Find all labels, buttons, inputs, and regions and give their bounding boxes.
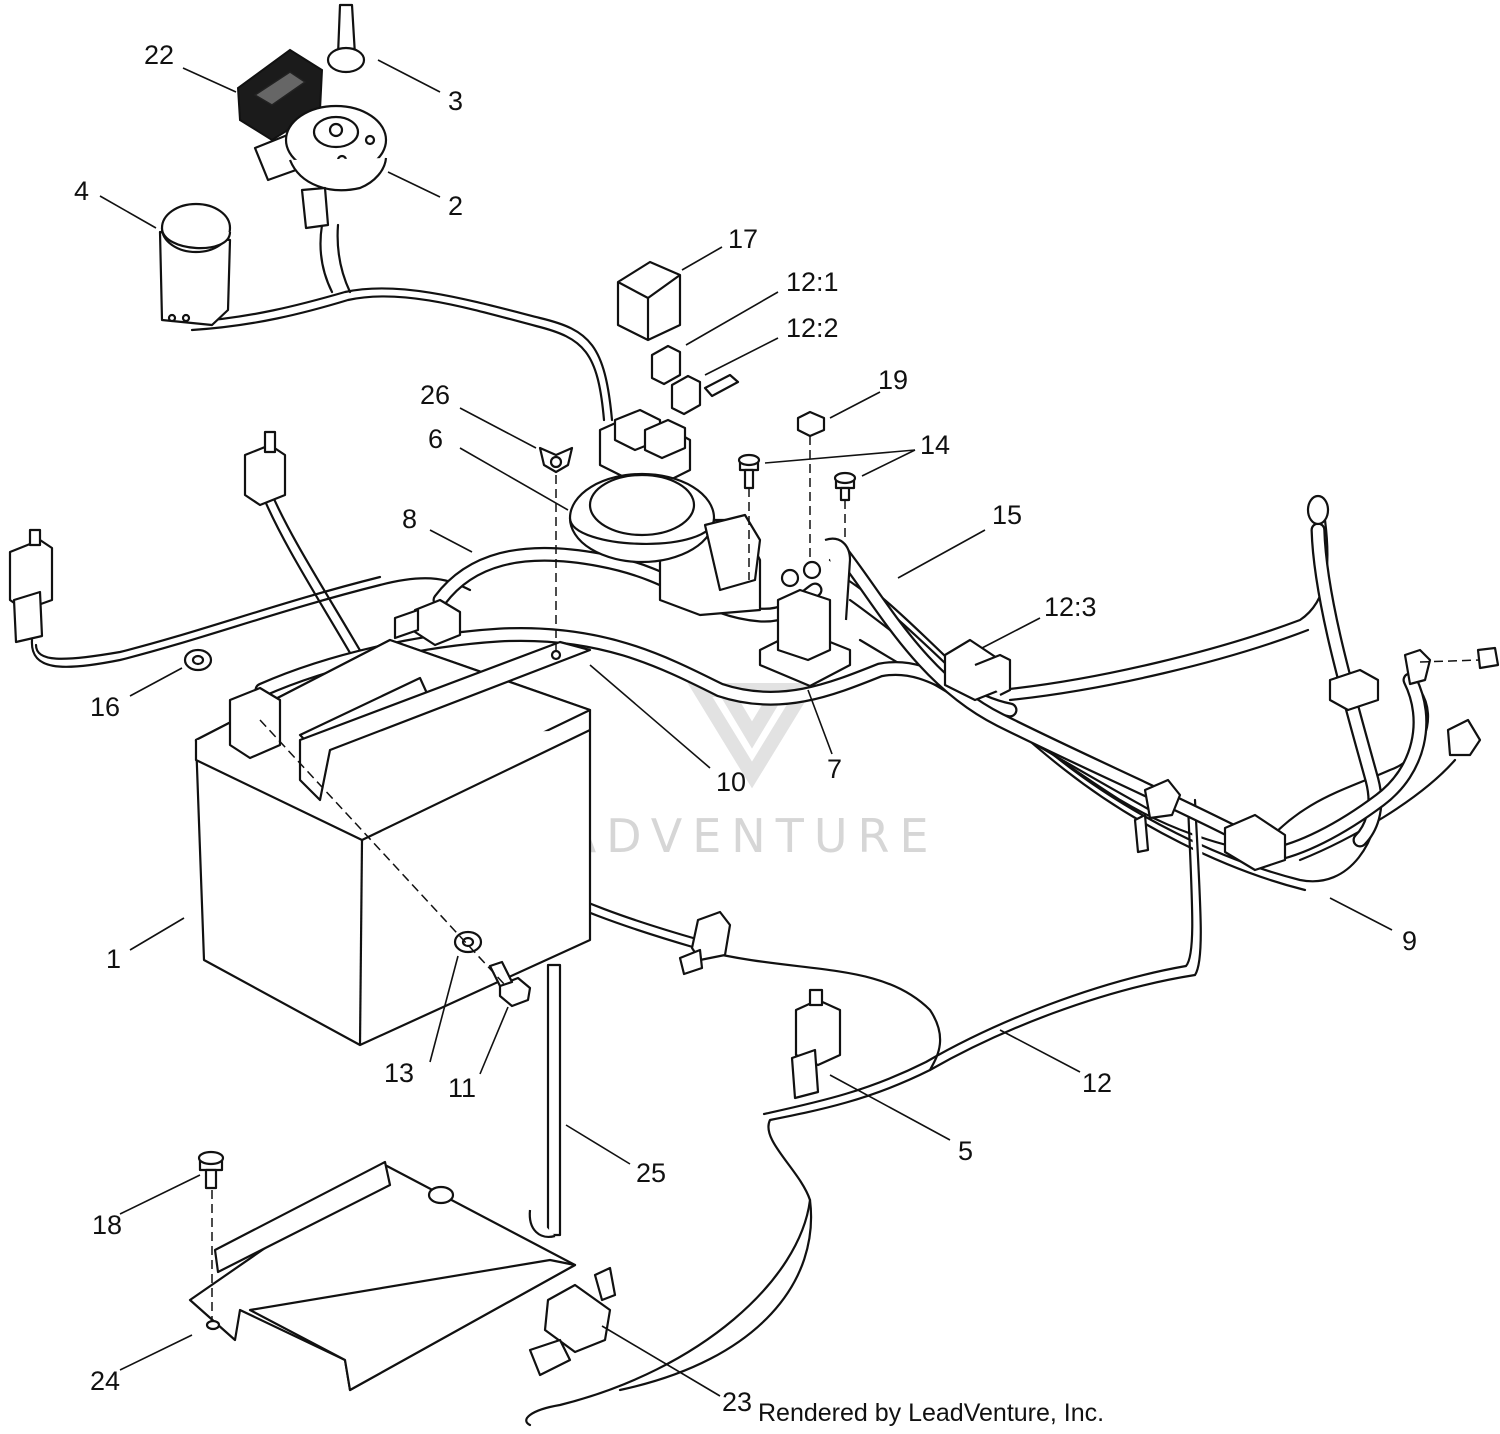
part-11-bolt xyxy=(488,960,532,1008)
callout-2: 2 xyxy=(448,191,463,221)
callout-16: 16 xyxy=(90,692,120,722)
callout-12: 12 xyxy=(1082,1068,1112,1098)
part-7-starter-solenoid xyxy=(758,537,852,688)
part-5-connector xyxy=(790,988,842,1100)
render-credit: Rendered by LeadVenture, Inc. xyxy=(758,1399,1104,1427)
relay-block xyxy=(598,408,692,492)
callout-19: 19 xyxy=(878,365,908,395)
part-14-bolts xyxy=(737,453,857,502)
callout-7: 7 xyxy=(827,754,842,784)
callout-15: 15 xyxy=(992,500,1022,530)
callout-18: 18 xyxy=(92,1210,122,1240)
part-16-washer xyxy=(183,648,213,672)
callout-12-1: 12:1 xyxy=(786,267,839,297)
callout-26: 26 xyxy=(420,380,450,410)
assembly-lines xyxy=(211,436,1481,1320)
part-18-bolt xyxy=(197,1150,225,1190)
part-19-nut xyxy=(796,410,826,438)
callout-9: 9 xyxy=(1402,926,1417,956)
callout-labels: 22 3 2 4 17 12:1 12:2 19 14 26 6 8 15 12… xyxy=(74,40,1417,1417)
callout-6: 6 xyxy=(428,424,443,454)
callout-8: 8 xyxy=(402,504,417,534)
callout-14: 14 xyxy=(920,430,950,460)
left-connector-side xyxy=(8,528,54,644)
part-25-rod xyxy=(528,963,562,1238)
ring-terminal xyxy=(1306,494,1330,526)
callout-25: 25 xyxy=(636,1158,666,1188)
part-13-washer xyxy=(453,930,483,954)
part-23-inline-fuse xyxy=(528,1266,617,1377)
callout-11: 11 xyxy=(448,1073,476,1103)
part-17-relay xyxy=(616,260,682,342)
callout-5: 5 xyxy=(958,1136,973,1166)
part-2-key-switch xyxy=(253,104,388,230)
part-6-solenoid xyxy=(568,472,762,617)
callout-23: 23 xyxy=(722,1387,752,1417)
left-connector-top xyxy=(243,430,287,507)
callout-13: 13 xyxy=(384,1058,414,1088)
part-10-hold-down-bar xyxy=(298,640,592,802)
callout-12-3: 12:3 xyxy=(1044,592,1097,622)
callout-3: 3 xyxy=(448,86,463,116)
part-4-push-button xyxy=(158,202,232,327)
callout-4: 4 xyxy=(74,176,89,206)
leader-lines xyxy=(99,59,1393,1397)
part-12-3-connector xyxy=(943,638,1012,702)
callout-22: 22 xyxy=(144,40,174,70)
right-connectors xyxy=(1133,646,1500,872)
part-12-2-fuse xyxy=(670,373,740,416)
part-26-wing-nut xyxy=(538,446,574,474)
cable-clip xyxy=(678,910,732,976)
part-3-knob xyxy=(326,3,366,74)
part-24-battery-tray xyxy=(188,1160,577,1392)
callout-10: 10 xyxy=(716,767,746,797)
callout-12-2: 12:2 xyxy=(786,313,839,343)
callout-24: 24 xyxy=(90,1366,120,1396)
callout-17: 17 xyxy=(728,224,758,254)
callout-1: 1 xyxy=(106,944,121,974)
part-12-1-fuse xyxy=(650,344,682,386)
